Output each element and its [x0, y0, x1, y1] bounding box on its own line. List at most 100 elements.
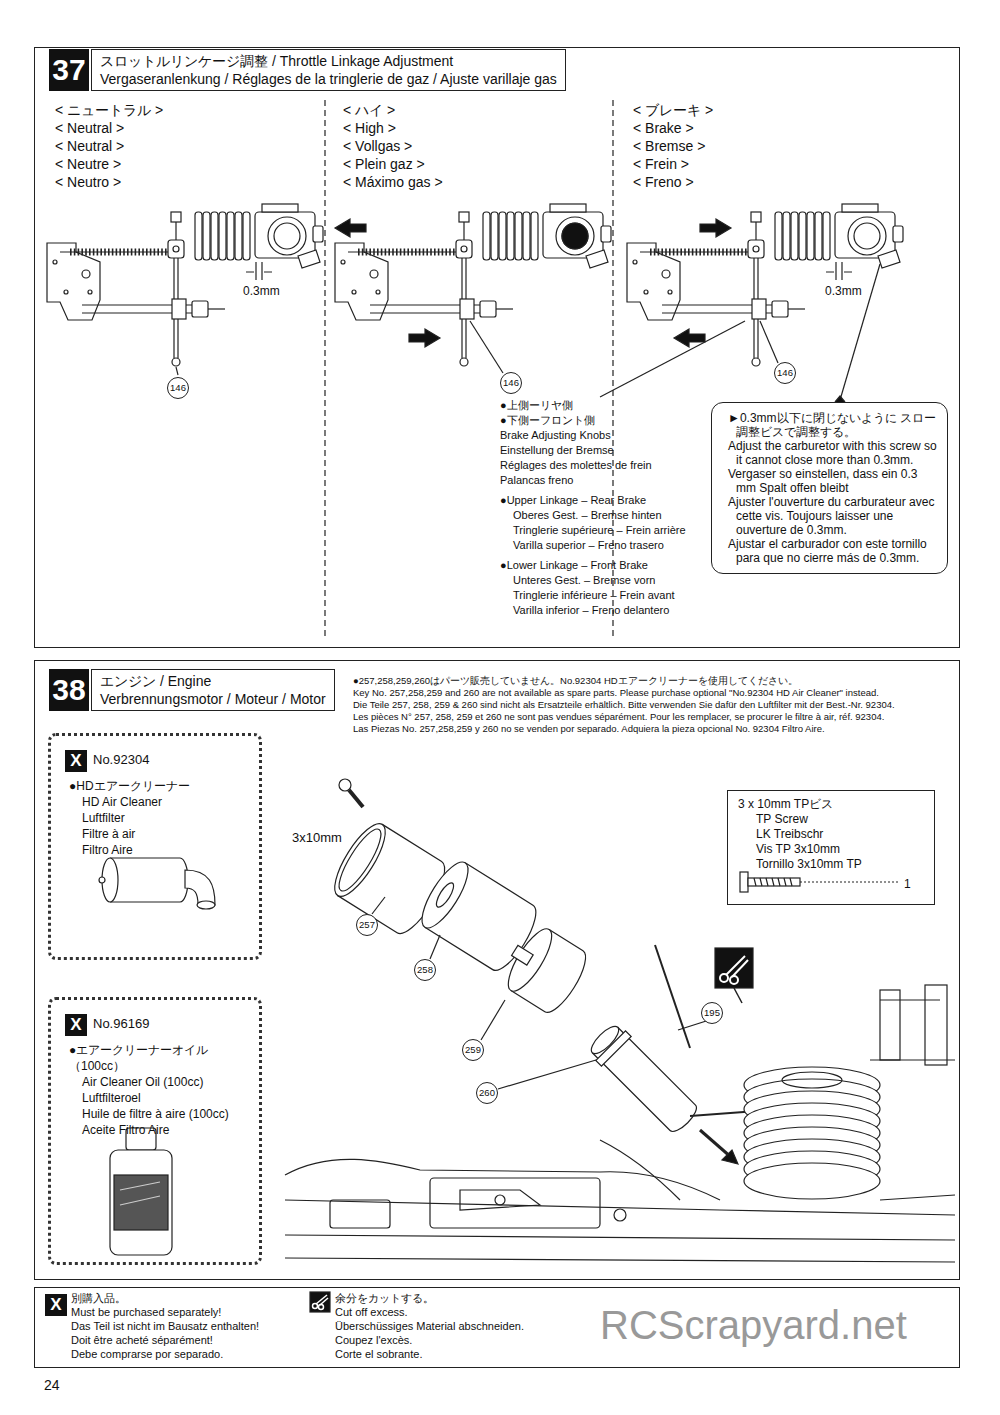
node-text: No.96169	[93, 1015, 149, 1033]
node-text: ●エアークリーナーオイル（100cc）	[69, 1042, 259, 1074]
screw-box: 3 x 10mm TPビスTP ScrewLK TreibschrVis TP …	[727, 790, 935, 905]
node-text: Ajustar el carburador con este tornillo …	[728, 537, 939, 565]
node-text: Doit être acheté séparément!	[71, 1333, 259, 1347]
step-panel: 37 スロットルリンケージ調整 / Throttle Linkage Adjust…	[34, 47, 960, 648]
node-text: X	[65, 750, 87, 772]
label-text: 0.3mm	[825, 284, 862, 298]
label-text: < Neutre >	[55, 155, 163, 173]
label-group: 0.3mm	[825, 284, 862, 298]
label-text: RCScrapyard.net	[600, 1303, 907, 1347]
label-text: Die Teile 257, 258, 259 & 260 sind nicht…	[353, 699, 958, 711]
node-text: スロットルリンケージ調整 / Throttle Linkage Adjustme…	[100, 52, 557, 70]
label-text: < Plein gaz >	[343, 155, 443, 173]
callout-number: 257	[356, 914, 378, 936]
label-group: 146	[500, 372, 522, 394]
text-group: 別購入品。Must be purchased separately!Das Te…	[71, 1291, 259, 1361]
callout-number: 259	[462, 1039, 484, 1061]
callout-number: 146	[774, 362, 796, 384]
label-group: 24	[44, 1377, 60, 1393]
node-text: Vis TP 3x10mm	[738, 842, 862, 857]
label-text: < ハイ >	[343, 101, 443, 119]
label-text: ●257,258,259,260はパーツ販売していません。No.92304 HD…	[353, 675, 958, 687]
label-text: ●上側ーリヤ側	[500, 398, 710, 413]
label-text: 3x10mm	[292, 830, 342, 845]
label-text: ●Lower Linkage – Front Brake	[500, 558, 710, 573]
label-text: ●下側ーフロント側	[500, 413, 710, 428]
label-text: 0.3mm	[243, 284, 280, 298]
step-panel: 38エンジン / EngineVerbrennungsmotor / Moteu…	[34, 660, 960, 1280]
node-text: 3 x 10mm TPビス	[738, 797, 862, 812]
node-text: 余分をカットする。	[335, 1291, 524, 1305]
label-text: ●Upper Linkage – Rear Brake	[500, 493, 710, 508]
label-text: Réglages des molettes de frein	[500, 458, 710, 473]
label-text: < Neutral >	[55, 119, 163, 137]
label-text: < Neutral >	[55, 137, 163, 155]
label-text: < Freno >	[633, 173, 713, 191]
label-group: RCScrapyard.net	[600, 1303, 907, 1347]
label-text: Tringlerie inférieure – Frein avant	[500, 588, 710, 603]
node-text: 37	[49, 49, 89, 91]
node-text: Filtre à air	[69, 826, 259, 842]
node-text: TP Screw	[738, 812, 862, 827]
node-text: HD Air Cleaner	[69, 794, 259, 810]
label-text: Las Piezas No. 257,258,259 y 260 no se v…	[353, 723, 958, 735]
node-text: Ajuster l'ouverture du carburateur avec …	[728, 495, 939, 537]
label-text: Varilla superior – Freno trasero	[500, 538, 710, 553]
label-text: Einstellung der Bremse	[500, 443, 710, 458]
text-group: ●エアークリーナーオイル（100cc）Air Cleaner Oil (100c…	[69, 1042, 259, 1138]
node-text: Adjust the carburetor with this screw so…	[728, 439, 939, 467]
label-text: < Bremse >	[633, 137, 713, 155]
node-text: Must be purchased separately!	[71, 1305, 259, 1319]
option-box: X No.92304 ●HDエアークリーナーHD Air CleanerLuftfi…	[48, 733, 262, 960]
label-text: < ニュートラル >	[55, 101, 163, 119]
label-text: < Frein >	[633, 155, 713, 173]
label-text: Oberes Gest. – Bremse hinten	[500, 508, 710, 523]
label-group: 259	[462, 1039, 484, 1061]
node-text: Überschüssiges Material abschneiden.	[335, 1319, 524, 1333]
callout-number: 146	[167, 377, 189, 399]
label-text: < Brake >	[633, 119, 713, 137]
node-text: Cut off excess.	[335, 1305, 524, 1319]
option-box: X No.96169 ●エアークリーナーオイル（100cc）Air Cleaner …	[48, 997, 262, 1265]
label-text: Brake Adjusting Knobs	[500, 428, 710, 443]
label-text: Tringlerie supérieure – Frein arrière	[500, 523, 710, 538]
label-group: 0.3mm	[243, 284, 280, 298]
label-text: < ブレーキ >	[633, 101, 713, 119]
label-text: Palancas freno	[500, 473, 710, 488]
label-text: Les pièces N° 257, 258, 259 et 260 ne so…	[353, 711, 958, 723]
text-group: ●HDエアークリーナーHD Air CleanerLuftfilterFiltr…	[69, 778, 259, 858]
node-text: ►0.3mm以下に閉じないように スロー調整ビスで調整する。	[728, 411, 939, 439]
node-text: Aceite Filtro Aire	[69, 1122, 259, 1138]
label-text: 24	[44, 1377, 60, 1393]
node-text: X	[45, 1294, 67, 1316]
label-group: < ニュートラル >< Neutral >< Neutral >< Neutre…	[55, 101, 163, 191]
node-text: ●HDエアークリーナー	[69, 778, 259, 794]
text-group: 3 x 10mm TPビスTP ScrewLK TreibschrVis TP …	[738, 797, 862, 872]
node-text: Air Cleaner Oil (100cc)	[69, 1074, 259, 1090]
node-text: Filtro Aire	[69, 842, 259, 858]
text-group: X	[65, 1014, 87, 1036]
node-text: Vergaser so einstellen, dass ein 0.3 mm …	[728, 467, 939, 495]
label-text: Unteres Gest. – Bremse vorn	[500, 573, 710, 588]
node-text: X	[65, 1014, 87, 1036]
node-text: No.92304	[93, 751, 149, 769]
text-group: エンジン / EngineVerbrennungsmotor / Moteur …	[91, 669, 335, 711]
node-text: Das Teil ist nicht im Bausatz enthalten!	[71, 1319, 259, 1333]
text-group: 37	[49, 49, 89, 91]
label-text: Key No. 257,258,259 and 260 are not avai…	[353, 687, 958, 699]
label-group: 146	[167, 377, 189, 399]
node-text: エンジン / Engine	[100, 672, 326, 690]
label-group: < ブレーキ >< Brake >< Bremse >< Frein >< Fr…	[633, 101, 713, 191]
node-text: Debe comprarse por separado.	[71, 1347, 259, 1361]
node-text: 38	[49, 669, 89, 711]
text-group: No.92304	[93, 751, 149, 769]
label-group: 146	[774, 362, 796, 384]
node-text: Vergaseranlenkung / Réglages de la tring…	[100, 70, 557, 88]
label-text: < High >	[343, 119, 443, 137]
node-text: Verbrennungsmotor / Moteur / Motor	[100, 690, 326, 708]
node-text: 1	[904, 877, 911, 892]
text-group: ►0.3mm以下に閉じないように スロー調整ビスで調整する。Adjust the…	[728, 411, 939, 565]
callout-number: 146	[500, 372, 522, 394]
label-text: Varilla inferior – Freno delantero	[500, 603, 710, 618]
node-text: Coupez l'excès.	[335, 1333, 524, 1347]
